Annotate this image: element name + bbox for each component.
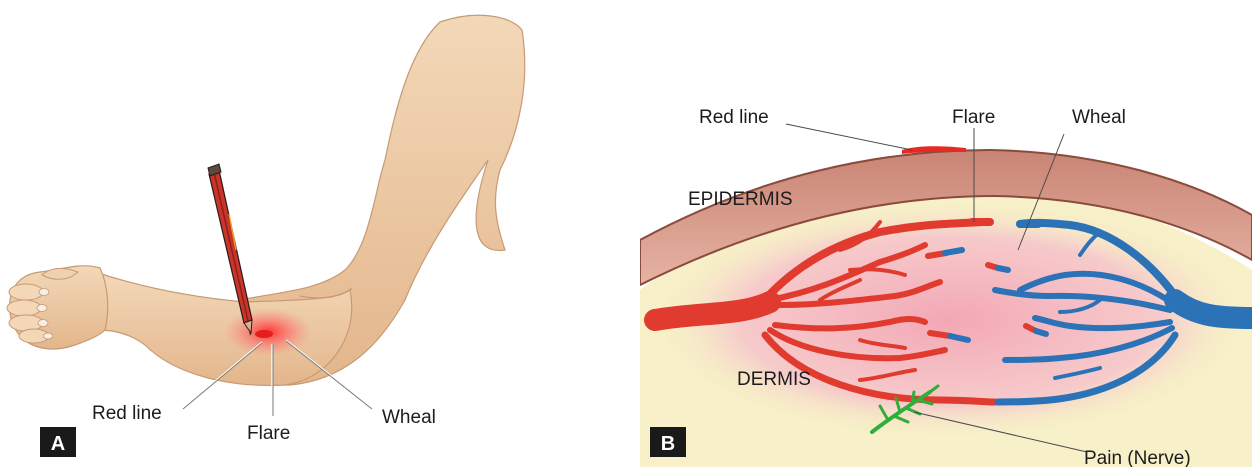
label-b-flare: Flare [952,107,995,128]
label-b-pain-nerve: Pain (Nerve) [1084,448,1191,467]
panel-a-badge-text: A [51,433,65,455]
label-b-dermis: DERMIS [737,369,811,390]
label-a-wheal: Wheal [382,407,436,428]
label-b-epidermis: EPIDERMIS [688,189,793,210]
label-b-wheal: Wheal [1072,107,1126,128]
panel-a: Red line Flare Wheal A [7,15,525,457]
panel-b-badge-text: B [661,433,675,455]
label-a-red-line: Red line [92,403,162,424]
label-a-flare: Flare [247,423,290,444]
label-b-red-line: Red line [699,107,769,128]
panel-b: Red line Flare Wheal EPIDERMIS DERMIS Pa… [640,107,1252,467]
red-line-mark [255,330,273,338]
